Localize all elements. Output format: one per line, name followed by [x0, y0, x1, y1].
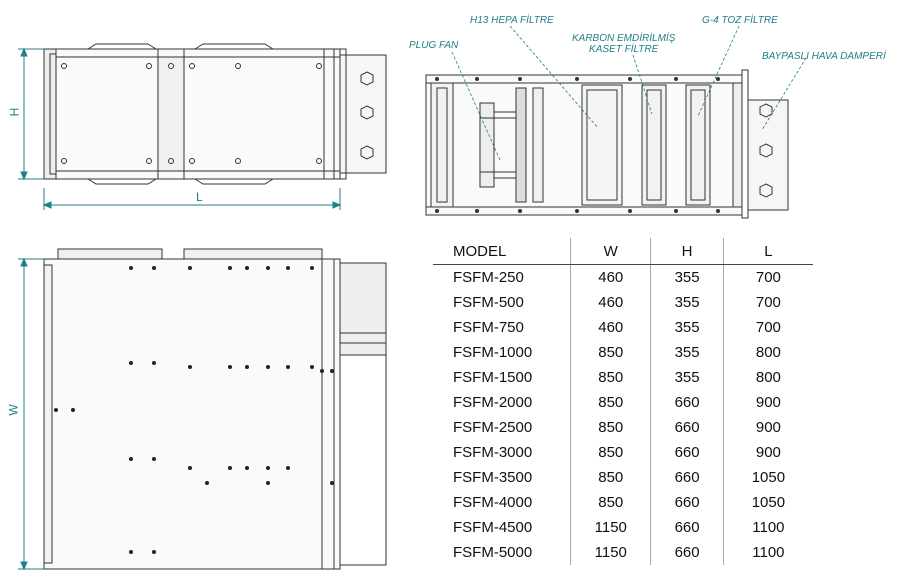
- cell-h: 660: [650, 440, 724, 465]
- header-model: MODEL: [433, 238, 571, 265]
- cell-w: 850: [570, 365, 651, 390]
- top-view-holes: [54, 266, 334, 554]
- front-view: [43, 43, 387, 185]
- cell-l: 900: [722, 440, 813, 465]
- carbon-filter-label-line2: KASET FİLTRE: [589, 44, 659, 55]
- cell-l: 800: [722, 340, 813, 365]
- g4-filter-label: G-4 TOZ FİLTRE: [702, 15, 778, 26]
- top-view: [43, 248, 387, 570]
- length-dimension: [42, 188, 342, 210]
- cell-h: 660: [650, 465, 724, 490]
- cell-h: 355: [650, 290, 724, 315]
- cell-w: 850: [570, 465, 651, 490]
- cell-w: 460: [570, 315, 651, 340]
- bypass-damper-label: BAYPASLI HAVA DAMPERİ: [762, 51, 886, 62]
- carbon-filter-label-line1: KARBON EMDİRİLMİŞ: [572, 33, 676, 44]
- callout-leaders: [451, 25, 807, 161]
- cell-model: FSFM-4000: [453, 494, 533, 511]
- cell-h: 355: [650, 264, 724, 290]
- cell-l: 1100: [722, 515, 813, 540]
- cell-h: 355: [650, 315, 724, 340]
- cell-w: 850: [570, 440, 651, 465]
- cell-model: FSFM-750: [453, 319, 524, 336]
- cell-w: 1150: [570, 540, 651, 565]
- cell-model: FSFM-500: [453, 294, 524, 311]
- width-label: W: [6, 404, 21, 416]
- cell-h: 660: [650, 490, 724, 515]
- cell-l: 1050: [722, 465, 813, 490]
- cell-h: 660: [650, 390, 724, 415]
- cell-l: 700: [722, 264, 813, 290]
- cell-model: FSFM-1000: [453, 344, 533, 361]
- cell-model: FSFM-250: [453, 269, 524, 286]
- length-label: L: [196, 190, 203, 204]
- cell-model: FSFM-2000: [453, 394, 533, 411]
- cell-h: 660: [650, 515, 724, 540]
- carbon-filter-label: KARBON EMDİRİLMİŞ KASET FİLTRE: [572, 33, 675, 55]
- cell-l: 1050: [722, 490, 813, 515]
- cell-w: 850: [570, 340, 651, 365]
- section-view: [425, 69, 789, 219]
- cell-l: 900: [722, 390, 813, 415]
- cell-model: FSFM-3500: [453, 469, 533, 486]
- cell-h: 660: [650, 415, 724, 440]
- cell-model: FSFM-2500: [453, 419, 533, 436]
- cell-w: 1150: [570, 515, 651, 540]
- cell-l: 700: [722, 315, 813, 340]
- cell-l: 1100: [722, 540, 813, 565]
- cell-w: 850: [570, 490, 651, 515]
- width-dimension: [18, 257, 44, 571]
- cell-w: 460: [570, 290, 651, 315]
- cell-model: FSFM-1500: [453, 369, 533, 386]
- cell-l: 700: [722, 290, 813, 315]
- cell-l: 800: [722, 365, 813, 390]
- header-l: L: [722, 238, 813, 265]
- cell-h: 355: [650, 340, 724, 365]
- cell-model: FSFM-4500: [453, 519, 533, 536]
- header-w: W: [570, 238, 651, 265]
- hepa-filter-label: H13 HEPA FİLTRE: [470, 15, 554, 26]
- cell-w: 460: [570, 264, 651, 290]
- cell-h: 355: [650, 365, 724, 390]
- height-dimension: [18, 47, 44, 181]
- cell-h: 660: [650, 540, 724, 565]
- plug-fan-label: PLUG FAN: [409, 40, 459, 51]
- cell-model: FSFM-5000: [453, 544, 533, 561]
- header-h: H: [650, 238, 724, 265]
- table-header-row: MODEL W H L: [433, 238, 813, 265]
- height-label: H: [7, 107, 22, 117]
- cell-model: FSFM-3000: [453, 444, 533, 461]
- cell-w: 850: [570, 415, 651, 440]
- cell-w: 850: [570, 390, 651, 415]
- cell-l: 900: [722, 415, 813, 440]
